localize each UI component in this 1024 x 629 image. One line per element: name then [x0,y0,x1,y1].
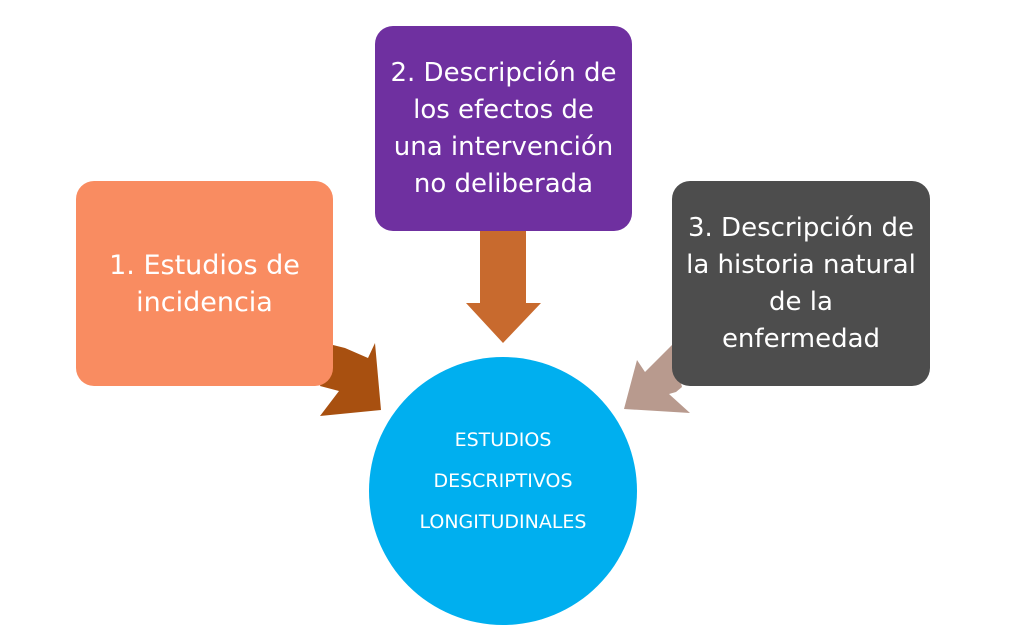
arrow-left [320,343,381,416]
center-line: DESCRIPTIVOS [433,469,573,492]
center-circle: ESTUDIOS DESCRIPTIVOS LONGITUDINALES [369,357,637,625]
box-intervencion: 2. Descripción de los efectos de una int… [375,26,632,231]
box-historia-natural: 3. Descripción de la historia natural de… [672,181,930,386]
center-line: LONGITUDINALES [419,510,587,533]
box-line: de la [769,286,833,317]
box-line: 3. Descripción de [687,212,914,243]
box-line: no deliberada [413,168,594,199]
box-line: incidencia [136,286,273,318]
box-line: enfermedad [721,323,881,354]
box-line: una intervención [393,131,614,162]
box-line: la historia natural [686,249,916,280]
box-line: los efectos de [413,94,594,125]
box-intervencion-text: 2. Descripción de los efectos de una int… [390,55,616,203]
box-line: 1. Estudios de [109,249,300,281]
box-historia-natural-text: 3. Descripción de la historia natural de… [686,210,916,358]
arrow-top [466,231,541,343]
box-incidencia-text: 1. Estudios de incidencia [109,247,300,321]
box-line: 2. Descripción de [390,57,617,88]
box-incidencia: 1. Estudios de incidencia [76,181,333,386]
center-line: ESTUDIOS [454,428,552,451]
